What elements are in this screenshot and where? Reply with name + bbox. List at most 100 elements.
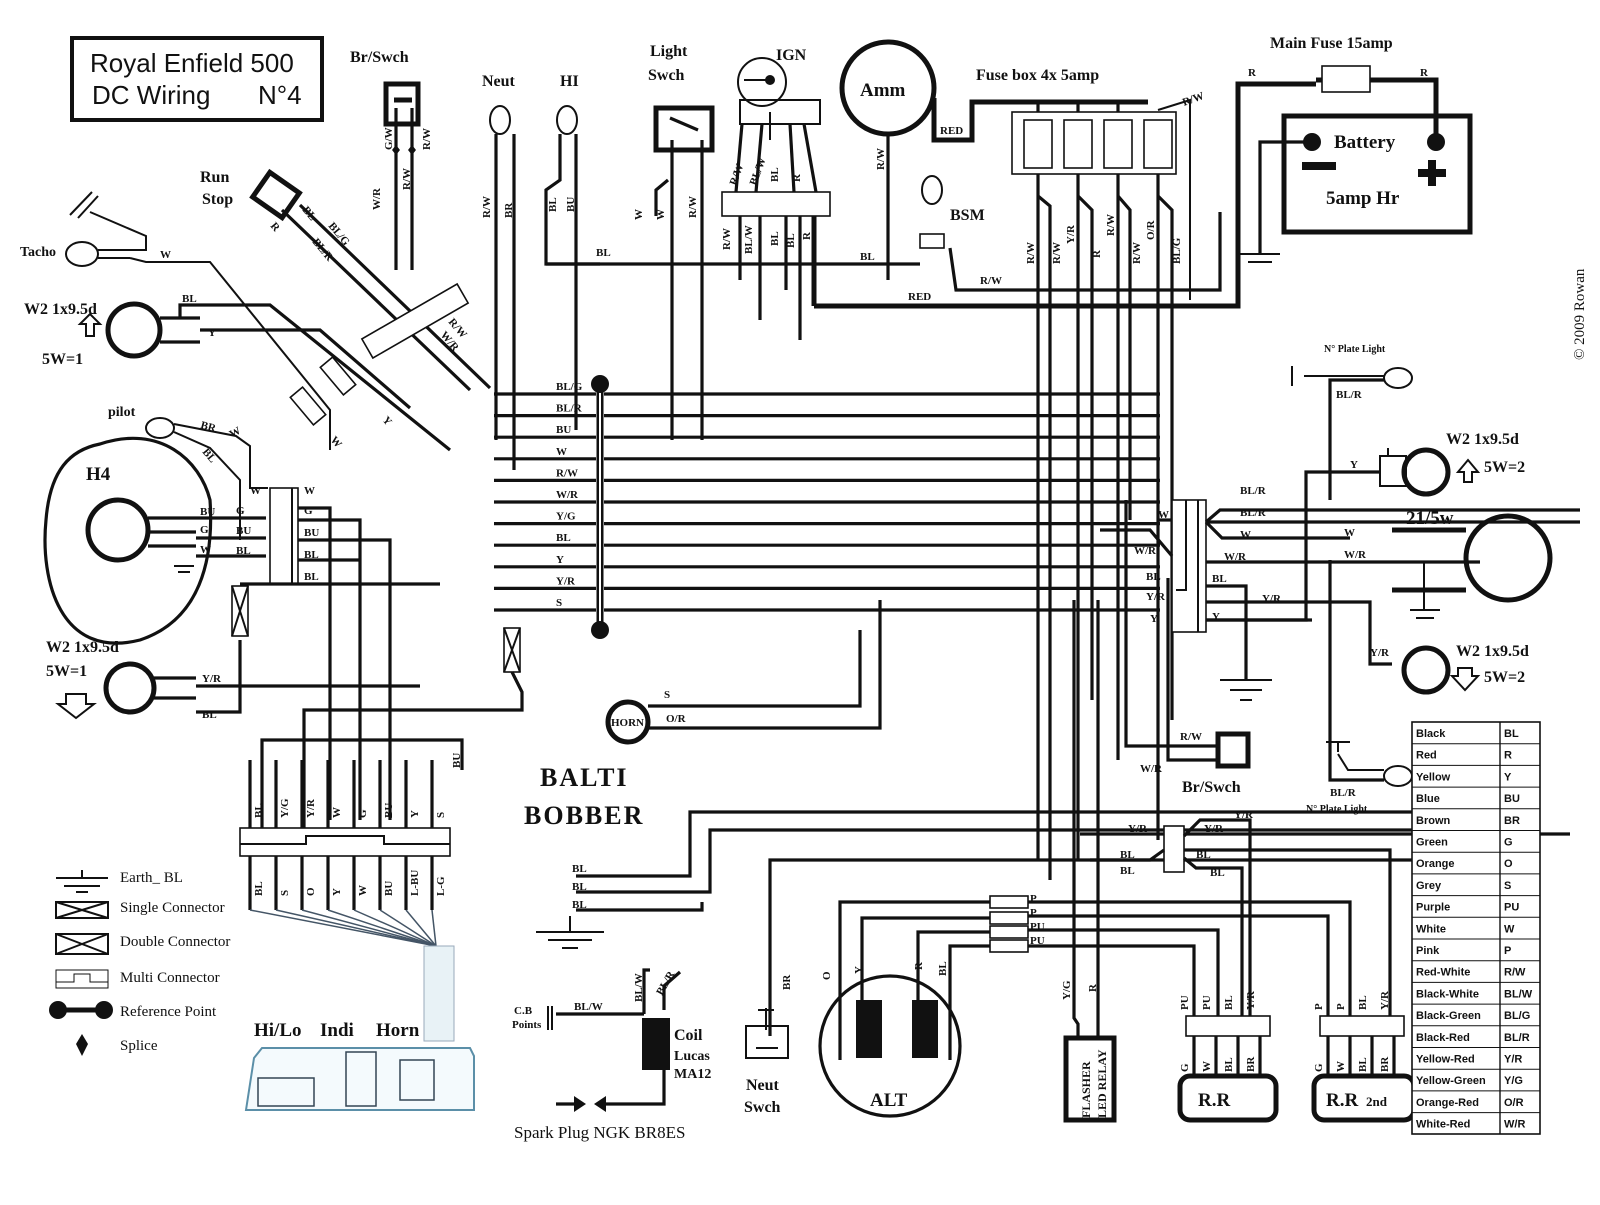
wire-label: BU [383,803,395,818]
w2-rear-right-top: Y W2 1x9.5d 5W=2 [1206,431,1525,622]
rear-brake-switch: R/W W/R Br/Swch [1124,500,1251,796]
wire-label: BR [503,202,515,218]
handlebar-wire [249,909,437,947]
splice-icon [408,145,416,155]
wire-label: BL [785,233,797,248]
wire-label: Y/R [1128,823,1148,835]
battery-capacity: 5amp Hr [1326,188,1400,209]
wire-label: W [228,425,244,441]
key-icon [765,75,775,85]
w2-rear-right-bottom: Y/R W2 1x9.5d 5W=2 [1360,600,1529,695]
legend-label: Earth_ BL [120,870,183,886]
run-stop-switch: Run Stop R BL BL/G BL/R [200,168,492,392]
color-name: Yellow-Green [1416,1075,1486,1087]
wire-label: G [1179,1063,1191,1072]
wire-label: BL/G [1171,237,1183,264]
wire-label: R/W [401,168,413,190]
tacho-label: Tacho [20,245,56,260]
wire-label: PU [1030,935,1045,947]
horn: HORN S O/R [605,600,882,745]
wire-label: Y [1350,459,1358,471]
bus-wire-label: Y [556,554,564,566]
rr2-suffix: 2nd [1366,1094,1388,1109]
wire-label: BL [1210,867,1225,879]
wire-label: BL [769,167,781,182]
handlebar-wire [431,909,437,947]
wire-label: O [821,971,833,980]
color-code: Y [1504,771,1512,783]
wire-label: W [1158,509,1169,521]
wire-label: BL/R [1240,507,1267,519]
wire-label: W/R [1344,549,1367,561]
wire-label: BR [199,419,218,435]
wire-label: W [200,544,211,556]
bus-wire-label: Y/G [556,511,576,523]
double-connector [989,895,1029,909]
wire-label: P [1030,893,1037,905]
alt-label: ALT [870,1090,908,1111]
title-number: N°4 [258,80,302,110]
wire-label: S [279,890,291,896]
w2-front-left-top: W2 1x9.5d 5W=1 BL Y [24,293,452,452]
wire-label: W [1240,529,1251,541]
wire-label: BL [182,293,197,305]
neutral-switch: BR Neut Swch [744,858,1460,1116]
wire-label: BL [860,251,875,263]
wire-label: BL [1146,571,1161,583]
main-fuse-label: Main Fuse 15amp [1270,35,1393,52]
wire-label: Y/R [1146,591,1166,603]
wire-label: BL/R [654,968,678,997]
wire-label: G [1313,1063,1325,1072]
main-fuse: Main Fuse 15amp R R [1248,35,1439,138]
handlebar-wire [353,909,437,947]
color-name: Black-Red [1416,1032,1470,1044]
light-switch-label: Light [650,43,688,60]
h4-multi-connector: W G BU BL W G BU BL BL [236,485,440,820]
single-connector [289,385,327,427]
wire-label: R/W [1131,242,1143,264]
handlebar-wire [301,909,437,947]
wire-label: BL [304,571,319,583]
wire-label: PU [1179,995,1191,1010]
wire-label: R/W [1025,242,1037,264]
reference-point [591,621,609,639]
watermark-balti: BALTI [540,763,629,792]
wire-label: BU [236,525,251,537]
bulb-spec: W2 1x9.5d [24,301,97,318]
color-code: BL/W [1504,988,1533,1000]
wire-label: R [791,173,803,182]
color-code: BU [1504,793,1520,805]
wire-label: BL [200,446,219,465]
reference-point [591,375,609,393]
arrow-down-icon [55,693,97,720]
light-switch: Light Swch W W R/W [633,43,715,440]
legend-label: Double Connector [120,934,230,950]
number-plate-light-bottom: BL/R N° Plate Light [1306,560,1413,815]
color-name: Green [1416,837,1448,849]
wire-label: R [1091,249,1103,258]
title-model: Royal Enfield 500 [90,48,294,78]
wire-label: O/R [1145,219,1157,240]
switch-indi-label: Indi [320,1020,354,1041]
wire-label: O [305,887,317,896]
copyright: © 2009 Rowan [1572,268,1588,360]
alternator: ALT O Y R BL [818,900,990,1118]
wire-label: BL [1120,849,1135,861]
wire-label: R/W [1051,242,1063,264]
wire-label: S [664,689,670,701]
bus-wire-label: BL/R [556,403,583,415]
hi-label: HI [560,73,579,90]
color-name: White [1416,923,1446,935]
color-code: P [1504,945,1511,957]
wire-label: W [160,249,171,261]
wire-label: G [200,524,209,536]
wire-label: BL [1223,1057,1235,1072]
legend-label: Multi Connector [120,970,220,986]
bus-wire-label: R/W [556,467,578,479]
color-name: Black [1416,728,1446,740]
watermark-bobber: BOBBER [524,801,644,830]
wire-label: L-G [435,876,447,896]
color-name: Black-Green [1416,1010,1481,1022]
